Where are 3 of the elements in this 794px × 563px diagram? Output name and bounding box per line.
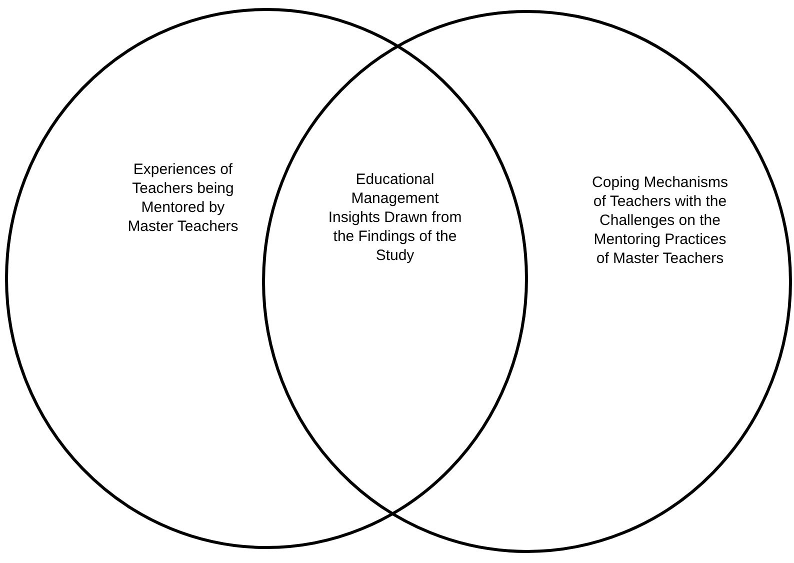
circle-label: Coping Mechanisms of Teachers with the Challenges on the Mentoring Practices of Master Teachers [592,173,728,268]
circle-label: Experiences of Teachers being Mentored by Master Teachers [127,160,239,236]
overlap-label: Educational Management Insights Drawn from the Findings of the Study [327,170,463,265]
